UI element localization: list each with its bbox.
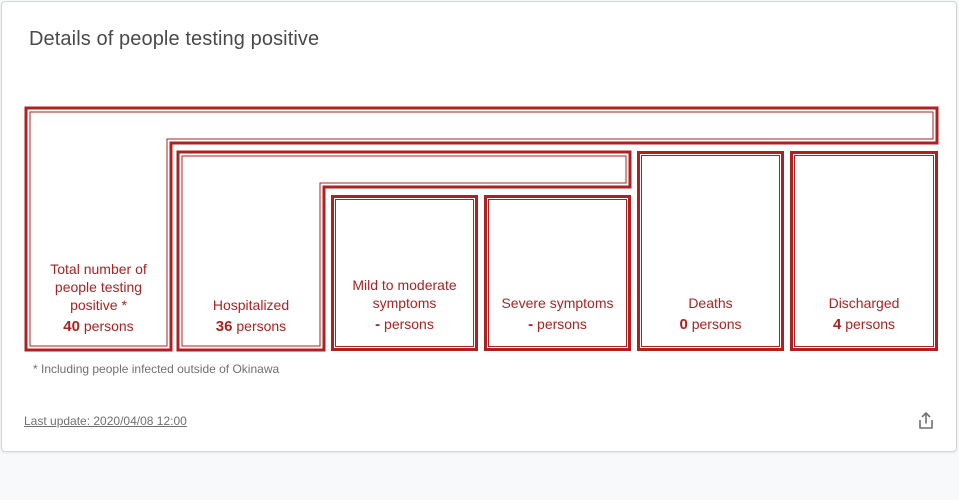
total-label: Total number of people testing positive … [50, 261, 147, 313]
severe-label: Severe symptoms [501, 295, 614, 311]
deaths-unit: persons [691, 316, 742, 332]
deaths-label: Deaths [688, 295, 733, 311]
total-value-line: 40 persons [32, 317, 165, 336]
hospitalized-value: 36 [215, 318, 233, 335]
discharged-box: Discharged 4 persons [790, 151, 938, 351]
discharged-value: 4 [832, 316, 842, 333]
positive-details-card: Details of people testing positive Total… [1, 1, 957, 452]
footnote: * Including people infected outside of O… [33, 362, 280, 376]
share-icon[interactable] [918, 412, 934, 430]
mild-box: Mild to moderate symptoms - persons [331, 195, 478, 351]
total-unit: persons [83, 318, 134, 334]
mild-unit: persons [384, 316, 434, 332]
total-box: Total number of people testing positive … [26, 143, 171, 350]
last-update-link[interactable]: Last update: 2020/04/08 12:00 [24, 414, 187, 428]
mild-label: Mild to moderate symptoms [352, 277, 457, 311]
total-value: 40 [63, 318, 80, 335]
severe-value-line: - persons [493, 315, 622, 334]
card-title: Details of people testing positive [29, 28, 320, 50]
deaths-value-line: 0 persons [646, 315, 775, 334]
severe-box: Severe symptoms - persons [484, 195, 631, 351]
hospitalized-box: Hospitalized 36 persons [178, 187, 324, 350]
deaths-box: Deaths 0 persons [637, 151, 784, 351]
hospitalized-label: Hospitalized [212, 297, 290, 313]
mild-value: - [375, 316, 381, 333]
severe-value: - [528, 316, 534, 333]
hospitalized-value-line: 36 persons [184, 317, 318, 336]
mild-value-line: - persons [340, 315, 469, 334]
discharged-value-line: 4 persons [799, 315, 929, 334]
discharged-label: Discharged [828, 295, 900, 311]
deaths-value: 0 [679, 316, 688, 333]
discharged-unit: persons [845, 316, 896, 332]
hospitalized-unit: persons [236, 318, 287, 334]
severe-unit: persons [537, 316, 587, 332]
